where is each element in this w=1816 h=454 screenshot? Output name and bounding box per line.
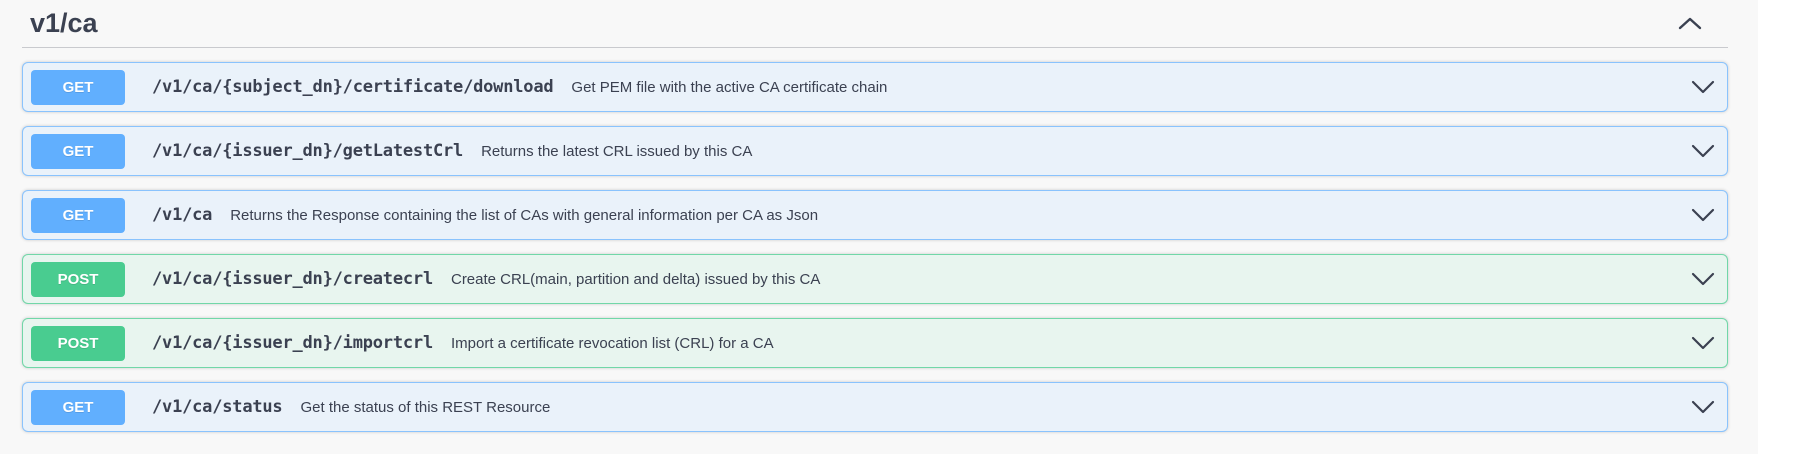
chevron-up-icon[interactable] xyxy=(1677,16,1703,31)
endpoint-row[interactable]: GET /v1/ca/{issuer_dn}/getLatestCrl Retu… xyxy=(22,126,1728,176)
endpoint-summary: Get the status of this REST Resource xyxy=(300,398,551,416)
method-badge: GET xyxy=(31,197,125,233)
endpoint-path[interactable]: /v1/ca xyxy=(152,205,213,225)
endpoint-summary: Create CRL(main, partition and delta) is… xyxy=(450,270,821,288)
method-badge: POST xyxy=(31,261,125,297)
endpoint-summary: Returns the Response containing the list… xyxy=(230,206,819,224)
endpoint-path[interactable]: /v1/ca/{subject_dn}/certificate/download xyxy=(152,77,554,97)
endpoint-row[interactable]: GET /v1/ca/status Get the status of this… xyxy=(22,382,1728,432)
endpoint-row[interactable]: GET /v1/ca/{subject_dn}/certificate/down… xyxy=(22,62,1728,112)
tag-header[interactable]: v1/ca xyxy=(22,0,1728,48)
chevron-down-icon[interactable] xyxy=(1691,272,1715,286)
endpoint-row[interactable]: GET /v1/ca Returns the Response containi… xyxy=(22,190,1728,240)
method-badge: GET xyxy=(31,69,125,105)
tag-title: v1/ca xyxy=(30,8,98,38)
chevron-down-icon[interactable] xyxy=(1691,336,1715,350)
endpoint-summary: Returns the latest CRL issued by this CA xyxy=(481,142,753,160)
tag-section-container: v1/ca GET /v1/ca/{subject_dn}/certificat… xyxy=(22,0,1728,432)
chevron-down-icon[interactable] xyxy=(1691,144,1715,158)
endpoint-row[interactable]: POST /v1/ca/{issuer_dn}/createcrl Create… xyxy=(22,254,1728,304)
endpoint-summary: Import a certificate revocation list (CR… xyxy=(450,334,774,352)
endpoint-summary: Get PEM file with the active CA certific… xyxy=(571,78,888,96)
endpoint-path[interactable]: /v1/ca/{issuer_dn}/importcrl xyxy=(152,333,433,353)
endpoint-row[interactable]: POST /v1/ca/{issuer_dn}/importcrl Import… xyxy=(22,318,1728,368)
method-badge: GET xyxy=(31,389,125,425)
endpoint-path[interactable]: /v1/ca/{issuer_dn}/createcrl xyxy=(152,269,433,289)
endpoint-path[interactable]: /v1/ca/status xyxy=(152,397,283,417)
method-badge: GET xyxy=(31,133,125,169)
method-badge: POST xyxy=(31,325,125,361)
swagger-section: v1/ca GET /v1/ca/{subject_dn}/certificat… xyxy=(22,0,1728,432)
endpoint-path[interactable]: /v1/ca/{issuer_dn}/getLatestCrl xyxy=(152,141,464,161)
chevron-down-icon[interactable] xyxy=(1691,400,1715,414)
chevron-down-icon[interactable] xyxy=(1691,208,1715,222)
chevron-down-icon[interactable] xyxy=(1691,80,1715,94)
